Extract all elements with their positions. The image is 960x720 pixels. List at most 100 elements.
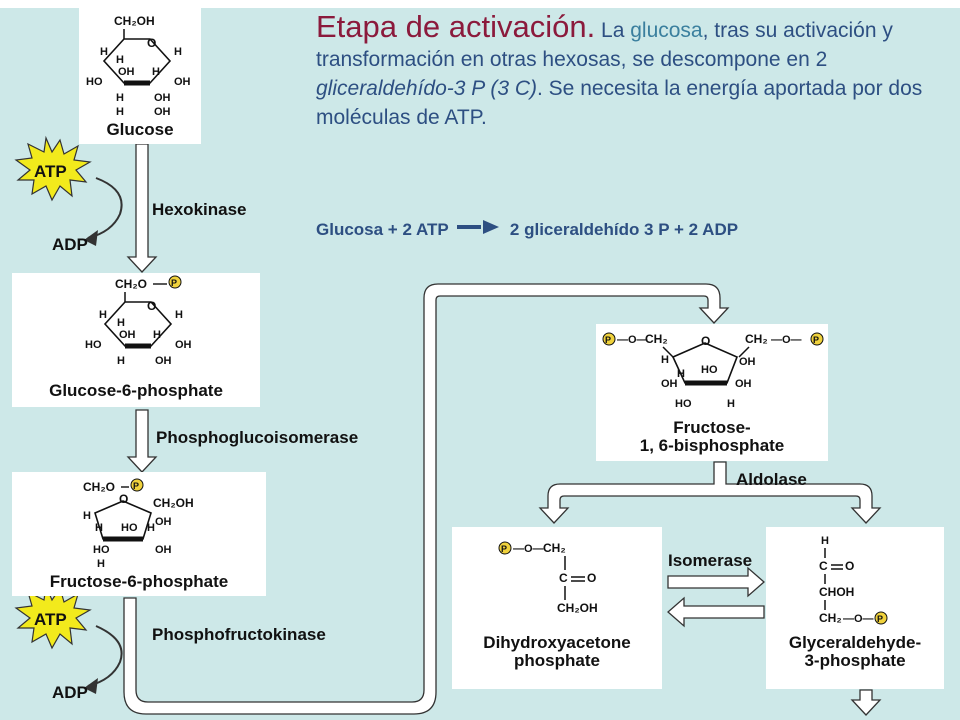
- top-strip: [0, 0, 960, 8]
- svg-text:CH₂OH: CH₂OH: [114, 14, 155, 28]
- svg-text:OH: OH: [119, 329, 136, 341]
- svg-text:HO: HO: [121, 522, 138, 534]
- svg-text:OH: OH: [661, 378, 678, 390]
- svg-text:HO: HO: [675, 398, 692, 410]
- caption-glyceraldehyde-3-phosphate: Glyceraldehyde- 3-phosphate: [767, 634, 943, 670]
- atp-label-1: ATP: [34, 162, 67, 181]
- f16bp-structure: P —O— CH₂ CH₂ —O— P O H OH H HO OH OH HO…: [602, 332, 824, 410]
- svg-text:CH₂: CH₂: [745, 332, 768, 346]
- svg-text:—O—: —O—: [513, 543, 544, 555]
- adp-label-2: ADP: [52, 683, 88, 702]
- svg-text:HO: HO: [701, 364, 718, 376]
- title-part-1: La: [595, 19, 631, 42]
- g6p-structure: CH₂O P O H H H OH H HO OH H OH: [85, 275, 192, 367]
- molecule-fructose-6-phosphate: CH₂O P CH₂OH O H OH H HO H HO OH H Fruct…: [12, 472, 266, 596]
- split-arrow-icon: [538, 461, 882, 524]
- enzyme-hexokinase: Hexokinase: [152, 200, 247, 219]
- arrow-down-icon: [126, 143, 158, 273]
- isomerase-forward-arrow-icon: [667, 566, 765, 598]
- glucose-structure: CH₂OH O H H H OH H HO OH H OH H OH: [86, 14, 191, 118]
- svg-text:C: C: [559, 571, 568, 585]
- svg-text:P: P: [501, 544, 507, 554]
- title-part-3: . Se necesita la energía aportada por do…: [316, 77, 923, 129]
- caption-fructose-6-phosphate: Fructose-6-phosphate: [49, 572, 229, 591]
- svg-text:CH₂: CH₂: [819, 611, 842, 625]
- g3p-structure: H C O CHOH CH₂ —O— P: [819, 535, 888, 625]
- svg-text:H: H: [727, 398, 735, 410]
- caption-glucose: Glucose: [106, 120, 174, 139]
- svg-text:HO: HO: [93, 544, 110, 556]
- atp-label-2: ATP: [34, 610, 67, 629]
- caption-f16bp-line1: Fructose-: [673, 418, 751, 437]
- svg-text:CH₂O: CH₂O: [115, 277, 147, 291]
- long-connector-arrow-icon: [123, 283, 730, 715]
- enzyme-phosphofructokinase: Phosphofructokinase: [152, 625, 326, 644]
- svg-text:H: H: [175, 309, 183, 321]
- svg-text:H: H: [147, 522, 155, 534]
- svg-text:P: P: [171, 278, 177, 288]
- dhap-structure: P —O— CH₂ C O CH₂OH: [498, 541, 598, 615]
- caption-dhap-line1: Dihydroxyacetone: [483, 633, 631, 652]
- svg-text:—O—: —O—: [843, 613, 874, 625]
- caption-g3p-line1: Glyceraldehyde-: [788, 633, 922, 652]
- svg-text:—O—: —O—: [617, 334, 648, 346]
- svg-text:H: H: [116, 54, 124, 66]
- svg-text:OH: OH: [154, 106, 171, 118]
- enzyme-phosphoglucoisomerase: Phosphoglucoisomerase: [156, 428, 359, 447]
- svg-text:OH: OH: [175, 339, 192, 351]
- svg-text:H: H: [117, 355, 125, 367]
- equation-arrow-icon: [453, 219, 505, 240]
- caption-g3p-line2: 3-phosphate: [804, 650, 906, 670]
- title-text: Etapa de activación. La glucosa, tras su…: [316, 11, 926, 132]
- svg-text:P: P: [877, 614, 883, 624]
- svg-text:H: H: [152, 66, 160, 78]
- svg-text:OH: OH: [739, 356, 756, 368]
- isomerase-backward-arrow-icon: [667, 596, 765, 628]
- svg-text:H: H: [116, 92, 124, 104]
- svg-text:P: P: [133, 481, 139, 491]
- svg-text:OH: OH: [155, 544, 172, 556]
- svg-text:H: H: [100, 46, 108, 58]
- svg-text:O: O: [119, 492, 128, 506]
- enzyme-isomerase: Isomerase: [668, 551, 753, 570]
- svg-text:CH₂: CH₂: [543, 541, 566, 555]
- svg-text:H: H: [117, 317, 125, 329]
- svg-text:H: H: [116, 106, 124, 118]
- arrow-down-icon: [126, 409, 158, 473]
- svg-text:OH: OH: [155, 516, 172, 528]
- caption-glucose-6-phosphate: Glucose-6-phosphate: [49, 381, 223, 400]
- svg-text:H: H: [83, 510, 91, 522]
- title-part-2: , tras su activación y transformación en…: [316, 19, 893, 71]
- svg-text:HO: HO: [86, 76, 103, 88]
- svg-text:OH: OH: [735, 378, 752, 390]
- svg-text:H: H: [97, 558, 105, 570]
- svg-text:OH: OH: [154, 92, 171, 104]
- atp-star-icon: [14, 583, 92, 650]
- arrow-down-icon: [850, 689, 882, 716]
- caption-dihydroxyacetone-phosphate: Dihydroxyacetone phosphate: [453, 634, 661, 670]
- svg-text:H: H: [99, 309, 107, 321]
- svg-text:HO: HO: [85, 339, 102, 351]
- atp-star-icon: [14, 135, 92, 202]
- molecule-glucose-6-phosphate: CH₂O P O H H H OH H HO OH H OH Glucose-6…: [12, 273, 260, 407]
- svg-text:O: O: [147, 299, 156, 313]
- equation-left: Glucosa + 2 ATP: [316, 220, 449, 239]
- caption-fructose-1-6-bisphosphate: Fructose- 1, 6-bisphosphate: [597, 419, 827, 455]
- svg-text:OH: OH: [174, 76, 191, 88]
- svg-text:CH₂O: CH₂O: [83, 480, 115, 494]
- svg-text:P: P: [605, 335, 611, 345]
- molecule-dihydroxyacetone-phosphate: P —O— CH₂ C O CH₂OH Dihydroxyacetone pho…: [452, 527, 662, 689]
- svg-text:H: H: [677, 368, 685, 380]
- equation: Glucosa + 2 ATP 2 gliceraldehído 3 P + 2…: [316, 219, 738, 240]
- svg-text:OH: OH: [155, 355, 172, 367]
- svg-text:H: H: [153, 329, 161, 341]
- svg-text:H: H: [661, 354, 669, 366]
- f6p-structure: CH₂O P CH₂OH O H OH H HO H HO OH H: [83, 478, 194, 570]
- equation-right: 2 gliceraldehído 3 P + 2 ADP: [509, 220, 739, 239]
- title-glucosa-word: glucosa: [630, 19, 703, 42]
- svg-text:CH₂: CH₂: [645, 332, 668, 346]
- svg-text:O: O: [587, 571, 596, 585]
- title-italic-part: gliceraldehído-3 P (3 C): [316, 77, 537, 100]
- svg-text:H: H: [174, 46, 182, 58]
- caption-dhap-line2: phosphate: [514, 650, 600, 670]
